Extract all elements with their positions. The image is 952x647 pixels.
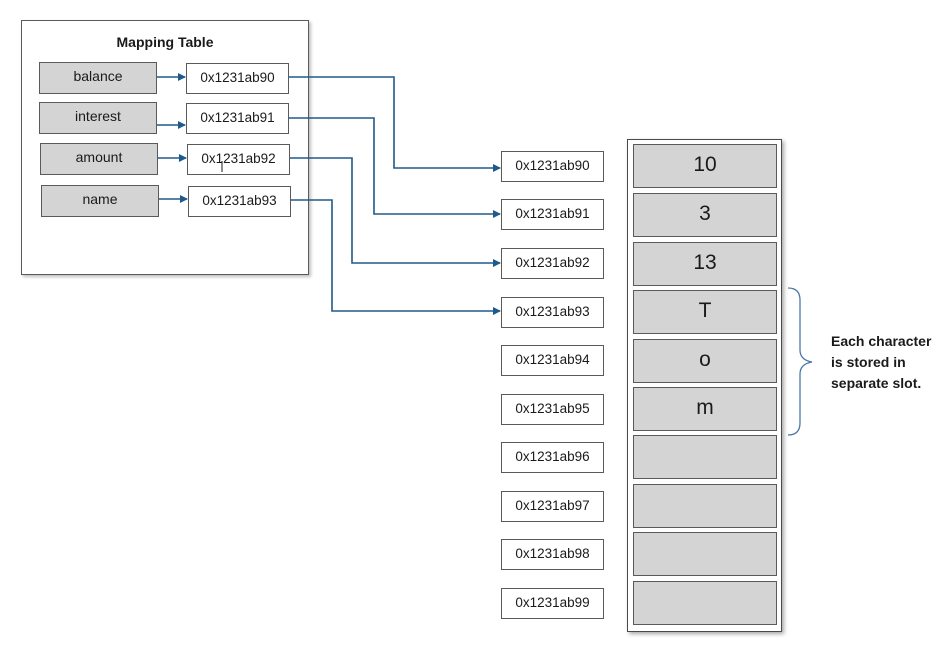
annotation-line: separate slot. [831, 375, 922, 391]
mapping-table-title: Mapping Table [116, 34, 214, 50]
memory-slot [633, 484, 777, 528]
memory-address: 0x1231ab92 [501, 248, 604, 279]
memory-slot: 10 [633, 144, 777, 188]
annotation-line: is stored in [831, 354, 906, 370]
annotation-line: Each character [831, 333, 932, 349]
memory-slot [633, 532, 777, 576]
arrow-amount-to-memory [290, 157, 501, 267]
memory-slot [633, 581, 777, 625]
memory-address: 0x1231ab98 [501, 539, 604, 570]
memory-slot: 3 [633, 193, 777, 237]
memory-slot: o [633, 339, 777, 383]
mapping-address-balance: 0x1231ab90 [186, 63, 289, 94]
variable-box-balance: balance [39, 62, 157, 94]
memory-address: 0x1231ab94 [501, 345, 604, 376]
memory-address: 0x1231ab90 [501, 151, 604, 182]
memory-address: 0x1231ab96 [501, 442, 604, 473]
memory-slot: T [633, 290, 777, 334]
annotation-text: Each character is stored in separate slo… [831, 331, 951, 394]
mapping-address-amount: 0x1231ab92 [187, 144, 290, 175]
memory-slot: 13 [633, 242, 777, 286]
arrow-name-to-memory [291, 199, 501, 315]
memory-column: 10 3 13 T o m [627, 139, 782, 632]
variable-box-interest: interest [39, 102, 157, 134]
arrow-balance-to-memory [289, 76, 501, 172]
arrow-interest-to-memory [289, 117, 501, 218]
variable-box-name: name [41, 185, 159, 217]
memory-address: 0x1231ab95 [501, 394, 604, 425]
brace-icon [787, 287, 813, 436]
mapping-address-name: 0x1231ab93 [188, 186, 291, 217]
memory-address: 0x1231ab91 [501, 199, 604, 230]
mapping-address-interest: 0x1231ab91 [186, 103, 289, 134]
memory-address: 0x1231ab97 [501, 491, 604, 522]
memory-address: 0x1231ab93 [501, 297, 604, 328]
variable-box-amount: amount [40, 143, 158, 175]
memory-address: 0x1231ab99 [501, 588, 604, 619]
memory-slot: m [633, 387, 777, 431]
memory-slot [633, 435, 777, 479]
